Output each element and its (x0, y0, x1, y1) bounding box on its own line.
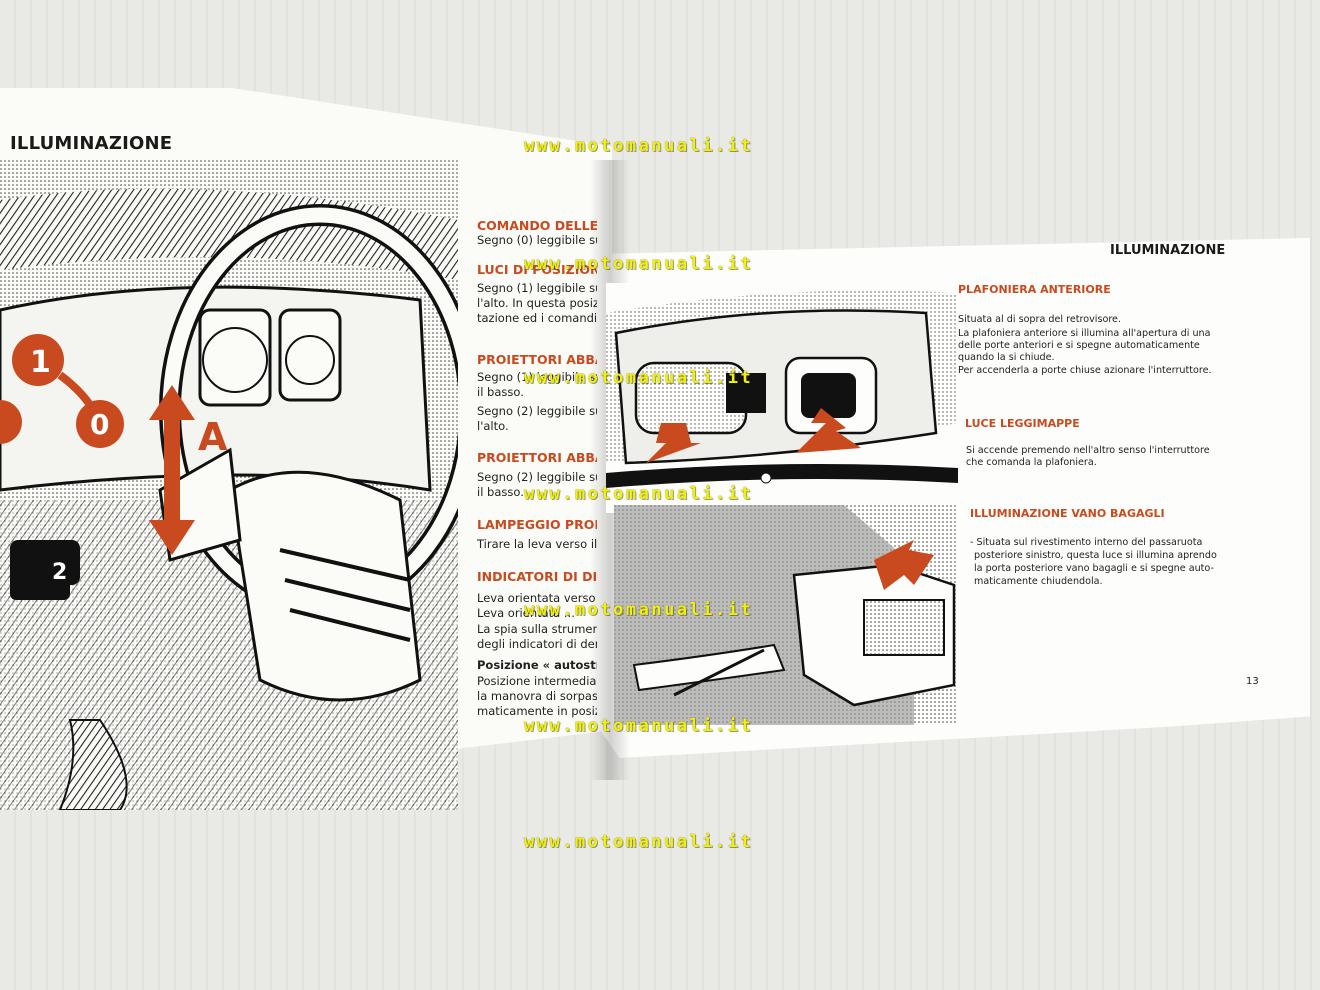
section-text: l'alto. In questa posizione sono illu... (477, 296, 597, 310)
section-text: - Situata sul rivestimento interno del p… (970, 537, 1203, 548)
section-text: quando la si chiude. (958, 352, 1055, 363)
section-heading: LUCI DI POSIZIONE (477, 262, 597, 277)
illustration-label-a: A (198, 415, 228, 459)
section-heading: PROIETTORI ABBAGLIANTI (477, 450, 597, 465)
section-text: Segno (2) leggibile sulla manovra... (477, 470, 597, 484)
section-text: Si accende premendo nell'altro senso l'i… (966, 445, 1210, 456)
section-text: Segno (0) leggibile sulla manovra... (477, 233, 597, 247)
section-text: Leva orientata ... (477, 606, 575, 620)
section-text: La spia sulla strumentazione indica il .… (477, 622, 597, 636)
right-page-title: ILLUMINAZIONE (1110, 243, 1226, 258)
section-text: Situata al di sopra del retrovisore. (958, 314, 1121, 325)
section-text: la manovra di sorpasso, da cui la leva .… (477, 689, 597, 703)
section-heading: ILLUMINAZIONE VANO BAGAGLI (970, 507, 1165, 520)
section-text: Posizione intermedia (A) che permette ..… (477, 674, 597, 688)
watermark: www.motomanuali.it (524, 254, 754, 274)
left-page-title: ILLUMINAZIONE (10, 133, 173, 154)
section-heading: LUCE LEGGIMAPPE (965, 417, 1080, 430)
section-heading: PROIETTORI ABBAG... (477, 352, 597, 367)
section-text: Leva orientata verso l'alto: svolta a d.… (477, 591, 597, 605)
dashboard-illustration (0, 160, 458, 810)
watermark: www.motomanuali.it (524, 368, 754, 388)
section-heading: INDICATORI DI DIREZIONE (477, 569, 597, 584)
section-text: Segno (2) leggibile sulla manovra... (477, 404, 597, 418)
section-heading: LAMPEGGIO PROIETTORI ABBAG... (477, 517, 597, 532)
illustration-label-one: 1 (30, 345, 51, 380)
section-text: il basso. (477, 385, 524, 399)
section-text: delle porte anteriori e si spegne automa… (958, 340, 1200, 351)
section-text: Tirare la leva verso il volante e ri... (477, 537, 597, 551)
illustration-label-zero: 0 (90, 408, 110, 441)
section-text: tazione ed i comandi del climatizza... (477, 311, 597, 325)
section-text: Segno (1) leggibile sulla manovra... (477, 281, 597, 295)
section-text: degli indicatori di derezione. (477, 637, 597, 651)
section-text: maticamente chiudendola. (974, 576, 1103, 587)
watermark: www.motomanuali.it (524, 600, 754, 620)
watermark: www.motomanuali.it (524, 832, 754, 852)
section-text: la porta posteriore vano bagagli e si sp… (974, 563, 1214, 574)
section-text: l'alto. (477, 419, 509, 433)
luggage-light-illustration (614, 505, 958, 725)
section-text: Posizione « autostrada » (477, 658, 597, 672)
watermark: www.motomanuali.it (524, 484, 754, 504)
page-number: 13 (1246, 676, 1259, 687)
watermark: www.motomanuali.it (524, 716, 754, 736)
section-heading: PLAFONIERA ANTERIORE (958, 283, 1111, 296)
section-text: che comanda la plafoniera. (966, 457, 1097, 468)
section-text: Per accenderla a porte chiuse azionare l… (958, 365, 1212, 376)
courtesy-light-illustration (606, 283, 958, 513)
illustration-label-two: 2 (52, 560, 68, 585)
watermark: www.motomanuali.it (524, 136, 754, 156)
section-text: il basso. (477, 485, 524, 499)
section-text: Segno (1) leggibile sulla manovra... (477, 370, 597, 384)
section-text: maticamente in posizione di arresto ... (477, 704, 597, 718)
section-text: La plafoniera anteriore si illumina all'… (958, 328, 1211, 339)
section-text: posteriore sinistro, questa luce si illu… (974, 550, 1217, 561)
section-heading: COMANDO DELLE L... (477, 218, 597, 233)
